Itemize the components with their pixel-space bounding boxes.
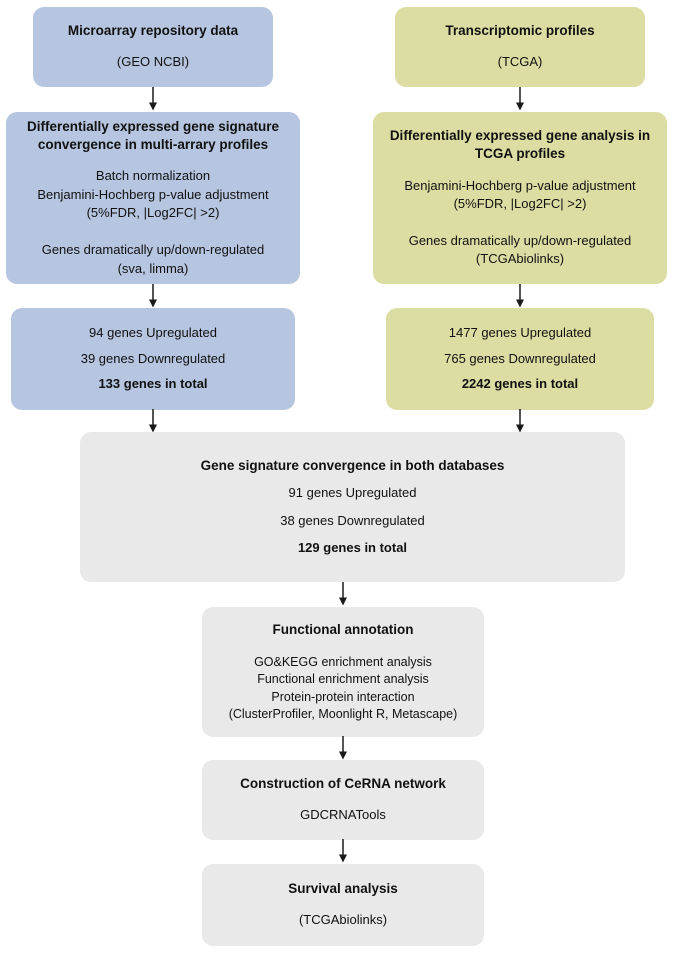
box-deg-tcga: Differentially expressed gene analysis i… bbox=[373, 112, 667, 284]
microarray-total: 133 genes in total bbox=[98, 376, 208, 392]
box-deg-microarray: Differentially expressed gene signature … bbox=[6, 112, 300, 284]
box-functional-annotation-body: GO&KEGG enrichment analysis Functional e… bbox=[228, 655, 458, 721]
box-tcga-results: 1477 genes Upregulated 765 genes Downreg… bbox=[386, 308, 654, 410]
box-transcriptomic-source: Transcriptomic profiles (TCGA) bbox=[395, 7, 645, 87]
arrow-down-icon bbox=[339, 736, 347, 760]
box-microarray-source: Microarray repository data (GEO NCBI) bbox=[33, 7, 273, 87]
tcga-upregulated: 1477 genes Upregulated bbox=[448, 324, 592, 340]
arrow-down-icon bbox=[149, 284, 157, 308]
tcga-downregulated: 765 genes Downregulated bbox=[444, 350, 596, 366]
convergence-total: 129 genes in total bbox=[297, 540, 408, 556]
arrow-down-icon bbox=[339, 582, 347, 606]
box-transcriptomic-source-body: (TCGA) bbox=[497, 54, 543, 70]
box-deg-microarray-body: Batch normalization Benjamini-Hochberg p… bbox=[37, 168, 269, 276]
tcga-total: 2242 genes in total bbox=[461, 376, 579, 392]
box-microarray-source-title: Microarray repository data bbox=[67, 23, 239, 39]
microarray-downregulated: 39 genes Downregulated bbox=[80, 350, 226, 366]
arrow-down-icon bbox=[149, 87, 157, 111]
box-survival-analysis-body: (TCGAbiolinks) bbox=[298, 912, 388, 928]
microarray-upregulated: 94 genes Upregulated bbox=[89, 324, 217, 340]
box-functional-annotation: Functional annotation GO&KEGG enrichment… bbox=[202, 607, 484, 737]
box-convergence-title: Gene signature convergence in both datab… bbox=[200, 457, 505, 473]
arrow-down-icon bbox=[149, 409, 157, 433]
box-convergence: Gene signature convergence in both datab… bbox=[80, 432, 625, 582]
box-microarray-source-body: (GEO NCBI) bbox=[116, 54, 190, 70]
box-survival-analysis: Survival analysis (TCGAbiolinks) bbox=[202, 864, 484, 946]
box-deg-tcga-title: Differentially expressed gene analysis i… bbox=[389, 128, 651, 162]
box-cerna-network: Construction of CeRNA network GDCRNATool… bbox=[202, 760, 484, 840]
box-cerna-network-body: GDCRNATools bbox=[300, 807, 386, 823]
convergence-upregulated: 91 genes Upregulated bbox=[288, 485, 417, 501]
box-transcriptomic-source-title: Transcriptomic profiles bbox=[445, 23, 595, 39]
box-survival-analysis-title: Survival analysis bbox=[288, 881, 398, 897]
box-microarray-results: 94 genes Upregulated 39 genes Downregula… bbox=[11, 308, 295, 410]
arrow-down-icon bbox=[516, 409, 524, 433]
arrow-down-icon bbox=[516, 284, 524, 308]
box-functional-annotation-title: Functional annotation bbox=[272, 621, 414, 637]
box-deg-tcga-body: Benjamini-Hochberg p-value adjustment (5… bbox=[404, 177, 636, 267]
box-deg-microarray-title: Differentially expressed gene signature … bbox=[26, 118, 280, 153]
box-cerna-network-title: Construction of CeRNA network bbox=[240, 776, 446, 792]
arrow-down-icon bbox=[339, 839, 347, 863]
convergence-downregulated: 38 genes Downregulated bbox=[280, 512, 425, 528]
arrow-down-icon bbox=[516, 87, 524, 111]
